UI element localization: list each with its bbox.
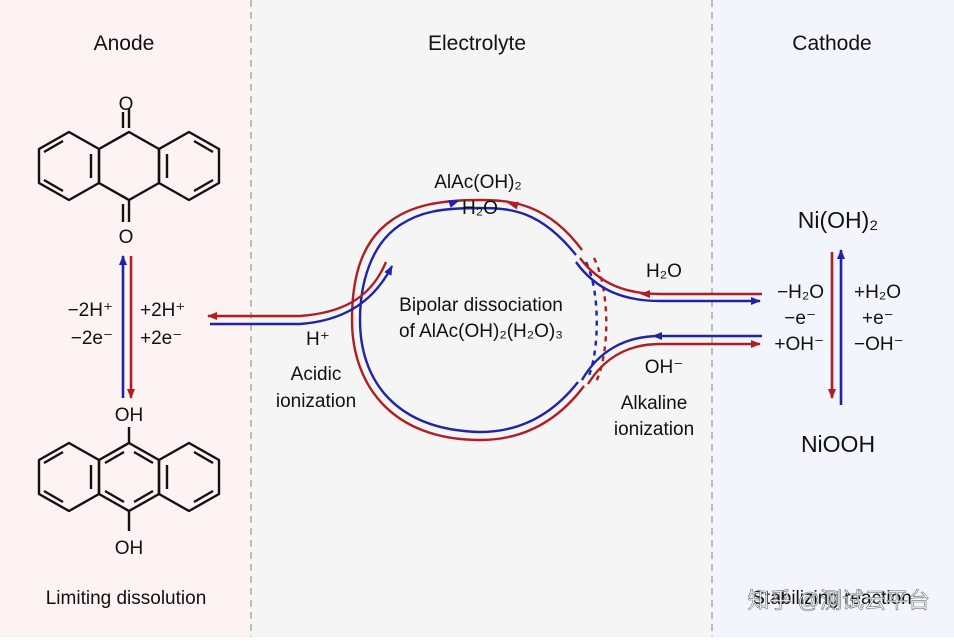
anode-top-hydroxyl: OH — [115, 405, 144, 426]
cycle-water-label: H₂O — [462, 198, 498, 219]
cathode-right-reaction-1: +H₂O — [854, 282, 901, 303]
alkaline-label-line-2: ionization — [614, 419, 694, 440]
hydroxide-branch-label: OH⁻ — [645, 357, 684, 378]
acidic-blue-arrow — [210, 265, 394, 326]
cathode-header: Cathode — [792, 32, 871, 55]
cycle-dashed-blue — [584, 261, 598, 379]
anode-bottom-hydroxyl: OH — [115, 538, 144, 559]
cycle-blue-loop — [358, 206, 579, 434]
cycle-dashed-red — [592, 257, 608, 383]
anode-top-oxygen: O — [119, 94, 134, 115]
cycle-red-arrowhead — [507, 201, 519, 210]
alkaline-label-line-1: Alkaline — [621, 393, 688, 414]
alac-oh2-label: AlAc(OH)₂ — [434, 172, 522, 193]
water-branch-label: H₂O — [646, 261, 682, 282]
anode-header: Anode — [94, 32, 155, 55]
center-label-line-1: Bipolar dissociation — [399, 295, 563, 316]
anode-right-reaction-1: +2H⁺ — [140, 300, 185, 321]
watermark: 知乎 @测试云平台 — [748, 588, 930, 613]
nickel-oxyhydroxide-label: NiOOH — [801, 431, 875, 457]
anode-left-reaction-1: −2H⁺ — [68, 300, 113, 321]
dissociation-cycle — [350, 198, 608, 442]
anode-right-reaction-2: +2e⁻ — [140, 328, 182, 349]
water-red-arrow — [579, 257, 762, 296]
water-blue-arrow — [575, 261, 761, 305]
cathode-footer: Stabilizing reaction — [752, 588, 911, 609]
anthrahydroquinone-structure — [37, 427, 221, 531]
acidic-label-line-1: Acidic — [291, 364, 342, 385]
water-red-arrowhead — [640, 290, 650, 298]
cathode-left-reaction-1: −H₂O — [777, 282, 824, 303]
h-plus-label: H⁺ — [306, 329, 330, 350]
acidic-label-line-2: ionization — [276, 391, 356, 412]
hydroxide-red-arrow — [586, 340, 761, 385]
center-label-line-2: of AlAc(OH)₂(H₂O)₃ — [399, 321, 563, 342]
electrolyte-panel — [251, 0, 712, 637]
acidic-red-arrow — [207, 261, 388, 320]
anode-footer: Limiting dissolution — [46, 588, 207, 609]
cycle-blue-arrowhead — [447, 200, 460, 208]
cathode-left-reaction-3: +OH⁻ — [774, 334, 824, 355]
cathode-right-reaction-2: +e⁻ — [862, 308, 894, 329]
cathode-left-reaction-2: −e⁻ — [784, 308, 816, 329]
anode-left-reaction-2: −2e⁻ — [71, 328, 113, 349]
anode-bottom-oxygen: O — [119, 227, 134, 248]
cathode-right-reaction-3: −OH⁻ — [854, 334, 904, 355]
nickel-hydroxide-label: Ni(OH)₂ — [798, 207, 878, 233]
anthraquinone-structure — [37, 108, 221, 222]
cycle-red-loop — [350, 198, 585, 442]
hydroxide-blue-arrowhead — [652, 332, 662, 340]
electrolyte-header: Electrolyte — [428, 32, 526, 55]
